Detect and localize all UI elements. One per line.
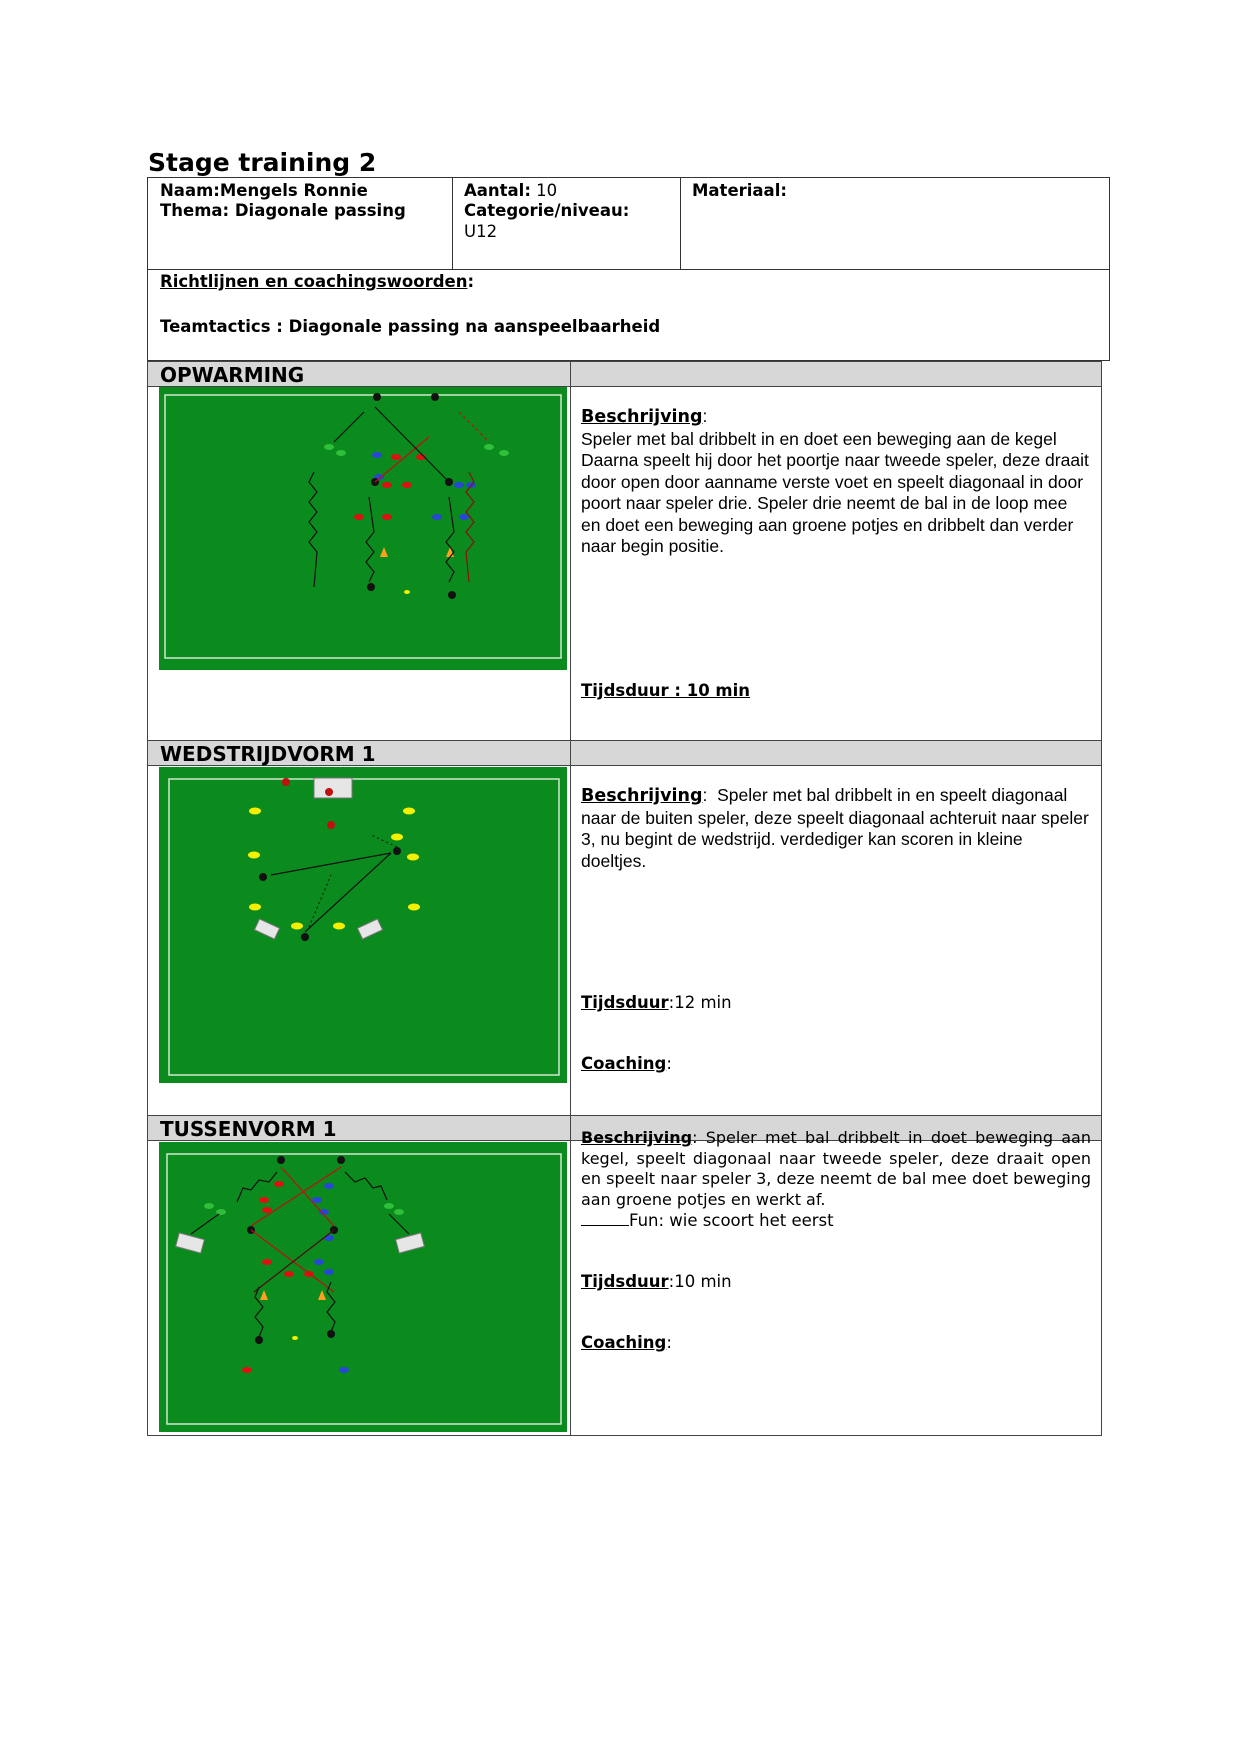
aantal-label: Aantal: [464, 181, 531, 200]
section-opwarming: OPWARMING [147, 361, 1102, 741]
beschrijving-text: Speler met bal dribbelt in doet beweging… [581, 1128, 1091, 1209]
coaching-value: : [666, 1333, 672, 1352]
section-bar: WEDSTRIJDVORM 1 [148, 741, 1101, 766]
richtlijnen-colon: : [467, 272, 475, 291]
divider [148, 269, 1109, 270]
fun-line: Fun: wie scoort het eerst [581, 1210, 834, 1231]
fun-underline [581, 1211, 629, 1226]
coaching-wedstrijdvorm: Coaching: [581, 1053, 672, 1074]
page-title: Stage training 2 [148, 148, 377, 177]
section-bar: TUSSENVORM 1 [148, 1116, 1101, 1141]
beschrijving-text: Speler met bal dribbelt in en speelt dia… [581, 785, 1089, 871]
beschrijving-label: Beschrijving [581, 407, 703, 427]
beschrijving-label: Beschrijving [581, 786, 703, 806]
section-title: OPWARMING [160, 363, 305, 387]
beschrijving-text: Speler met bal dribbelt in en doet een b… [581, 428, 1089, 557]
section-wedstrijdvorm: WEDSTRIJDVORM 1 Beschrijving: Speler met… [147, 740, 1102, 1116]
tijdsduur-label: Tijdsduur : 10 min [581, 681, 751, 700]
pitch-diagram-tussenvorm [159, 1142, 567, 1432]
section-title: TUSSENVORM 1 [160, 1117, 337, 1141]
tijdsduur-label: Tijdsduur [581, 1272, 669, 1291]
tijdsduur-opwarming: Tijdsduur : 10 min [581, 680, 750, 701]
section-bar: OPWARMING [148, 362, 1101, 387]
pitch-diagram-opwarming [159, 387, 567, 670]
tijdsduur-label: Tijdsduur [581, 993, 669, 1012]
section-tussenvorm: TUSSENVORM 1 [147, 1115, 1102, 1436]
column-divider [570, 1116, 571, 1435]
tijdsduur-wedstrijdvorm: Tijdsduur:12 min [581, 992, 732, 1013]
aantal-value: 10 [530, 181, 558, 200]
column-divider [570, 362, 571, 740]
aantal-field: Aantal: 10 [464, 180, 557, 201]
column-divider [570, 741, 571, 1115]
categorie-label: Categorie/niveau: [464, 201, 630, 220]
naam-text: Naam:Mengels Ronnie [160, 181, 368, 200]
divider [680, 178, 681, 270]
materiaal-label: Materiaal: [692, 181, 787, 200]
richtlijnen-label: Richtlijnen en coachingswoorden [160, 272, 468, 291]
beschrijving-colon: : [702, 406, 708, 426]
coaching-tussenvorm: Coaching: [581, 1332, 672, 1353]
coaching-value: : [666, 1054, 672, 1073]
tijdsduur-value: :12 min [668, 993, 732, 1012]
coaching-label: Coaching [581, 1333, 667, 1352]
pitch-diagram-wedstrijdvorm [159, 767, 567, 1083]
tijdsduur-value: :10 min [668, 1272, 732, 1291]
beschrijving-colon: : [702, 785, 718, 805]
fun-text: Fun: wie scoort het eerst [629, 1211, 834, 1230]
beschrijving-label: Beschrijving [581, 1128, 693, 1147]
teamtactics-text: Teamtactics : Diagonale passing na aansp… [160, 317, 661, 336]
coaching-label: Coaching [581, 1054, 667, 1073]
beschrijving-wedstrijdvorm: Beschrijving: Speler met bal dribbelt in… [581, 785, 1091, 872]
beschrijving-opwarming: Beschrijving: Speler met bal dribbelt in… [581, 406, 1091, 558]
categorie-value: U12 [464, 222, 498, 241]
richtlijnen-heading: Richtlijnen en coachingswoorden: [160, 271, 474, 292]
thema-text: Thema: Diagonale passing [160, 201, 406, 220]
header-table: Naam:Mengels Ronnie Thema: Diagonale pas… [147, 177, 1110, 361]
beschrijving-colon: : [692, 1128, 706, 1147]
beschrijving-tussenvorm: Beschrijving: Speler met bal dribbelt in… [581, 1128, 1091, 1210]
divider [452, 178, 453, 270]
tijdsduur-tussenvorm: Tijdsduur:10 min [581, 1271, 732, 1292]
section-title: WEDSTRIJDVORM 1 [160, 742, 376, 766]
